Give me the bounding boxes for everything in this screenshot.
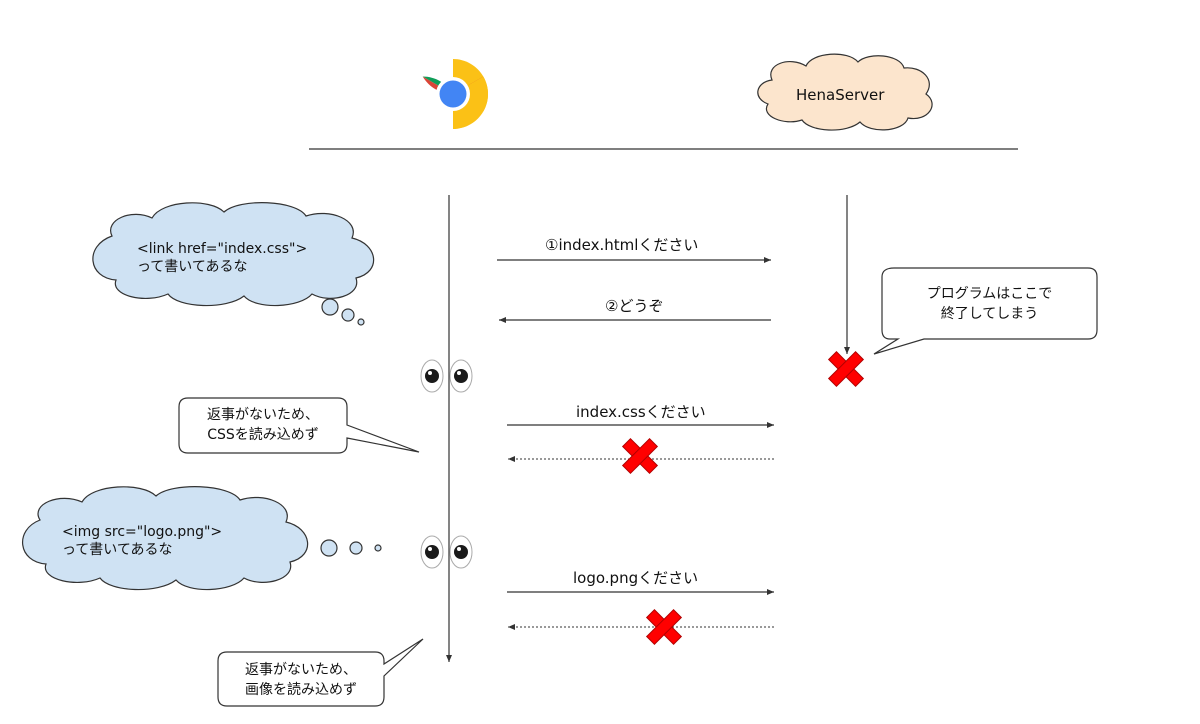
message-response-html: ②どうぞ [605, 297, 664, 315]
red-cross-icon [645, 608, 683, 646]
red-cross-icon [827, 350, 865, 388]
callout-img-fail-line1: 返事がないため、 [245, 662, 357, 678]
thought-css-line2: って書いてあるな [137, 259, 248, 275]
thought-css-line1: <link href="index.css"> [137, 241, 308, 257]
thought-img-line1: <img src="logo.png"> [62, 524, 223, 540]
message-request-css: index.cssください [576, 403, 706, 421]
callout-img-fail [217, 638, 424, 707]
callout-css-fail-line2: CSSを読み込めず [207, 427, 319, 443]
callout-server-end-line1: プログラムはここで [926, 286, 1053, 302]
message-request-html: ①index.htmlください [545, 236, 699, 254]
chrome-logo-icon [422, 59, 488, 129]
server-label: HenaServer [796, 86, 885, 104]
red-cross-icon [621, 437, 659, 475]
server-cloud [757, 53, 933, 131]
callout-css-fail [178, 397, 420, 454]
callout-server-end [873, 267, 1098, 355]
callout-server-end-line2: 終了してしまう [940, 306, 1039, 322]
callout-css-fail-line1: 返事がないため、 [207, 407, 319, 423]
thought-cloud-css [92, 202, 375, 326]
thought-cloud-img [22, 486, 382, 591]
message-request-png: logo.pngください [573, 569, 699, 587]
thought-img-line2: って書いてあるな [62, 542, 173, 558]
eyes-icon [420, 359, 473, 393]
eyes-icon [420, 535, 473, 569]
callout-img-fail-line2: 画像を読み込めず [245, 682, 357, 698]
